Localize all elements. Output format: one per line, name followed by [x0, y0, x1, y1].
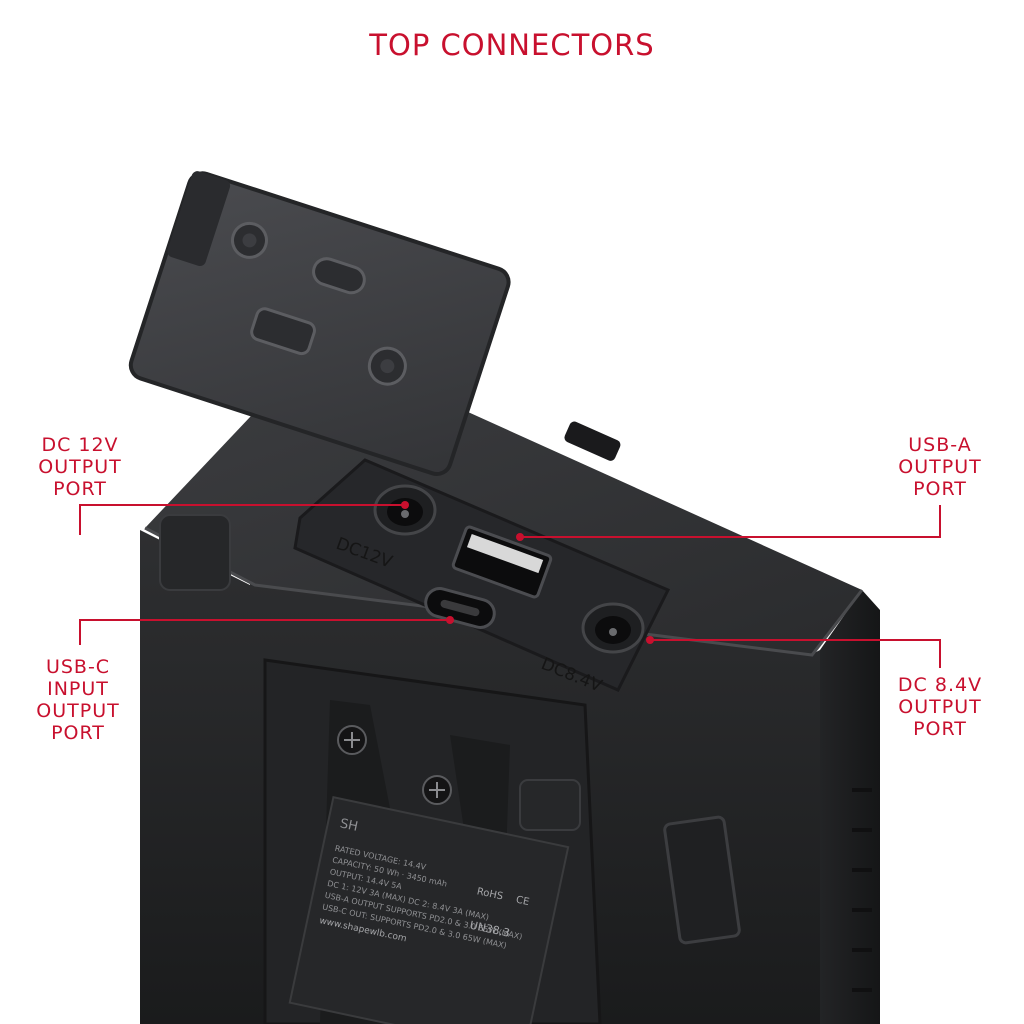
usba-port — [451, 525, 553, 599]
dc84v-port — [581, 602, 645, 654]
battery-side — [820, 590, 880, 1024]
spec-label: SH RATED VOLTAGE: 14.4V CAPACITY: 50 Wh … — [288, 796, 570, 1024]
rubber-cover — [128, 171, 511, 476]
side-latch — [663, 815, 741, 945]
dc12v-port — [373, 484, 437, 536]
brand-logo: SH — [338, 816, 359, 834]
page-title: TOP CONNECTORS — [369, 28, 655, 62]
callout-usbc: USB-C INPUT OUTPUT PORT — [36, 656, 120, 744]
svg-text:CE: CE — [515, 895, 530, 909]
callout-usba: USB-A OUTPUT PORT — [898, 434, 982, 500]
usbc-port — [424, 587, 496, 629]
callout-dc12v: DC 12V OUTPUT PORT — [38, 434, 122, 500]
callout-dc84v: DC 8.4V OUTPUT PORT — [897, 674, 983, 740]
svg-text:RoHS: RoHS — [476, 886, 504, 902]
